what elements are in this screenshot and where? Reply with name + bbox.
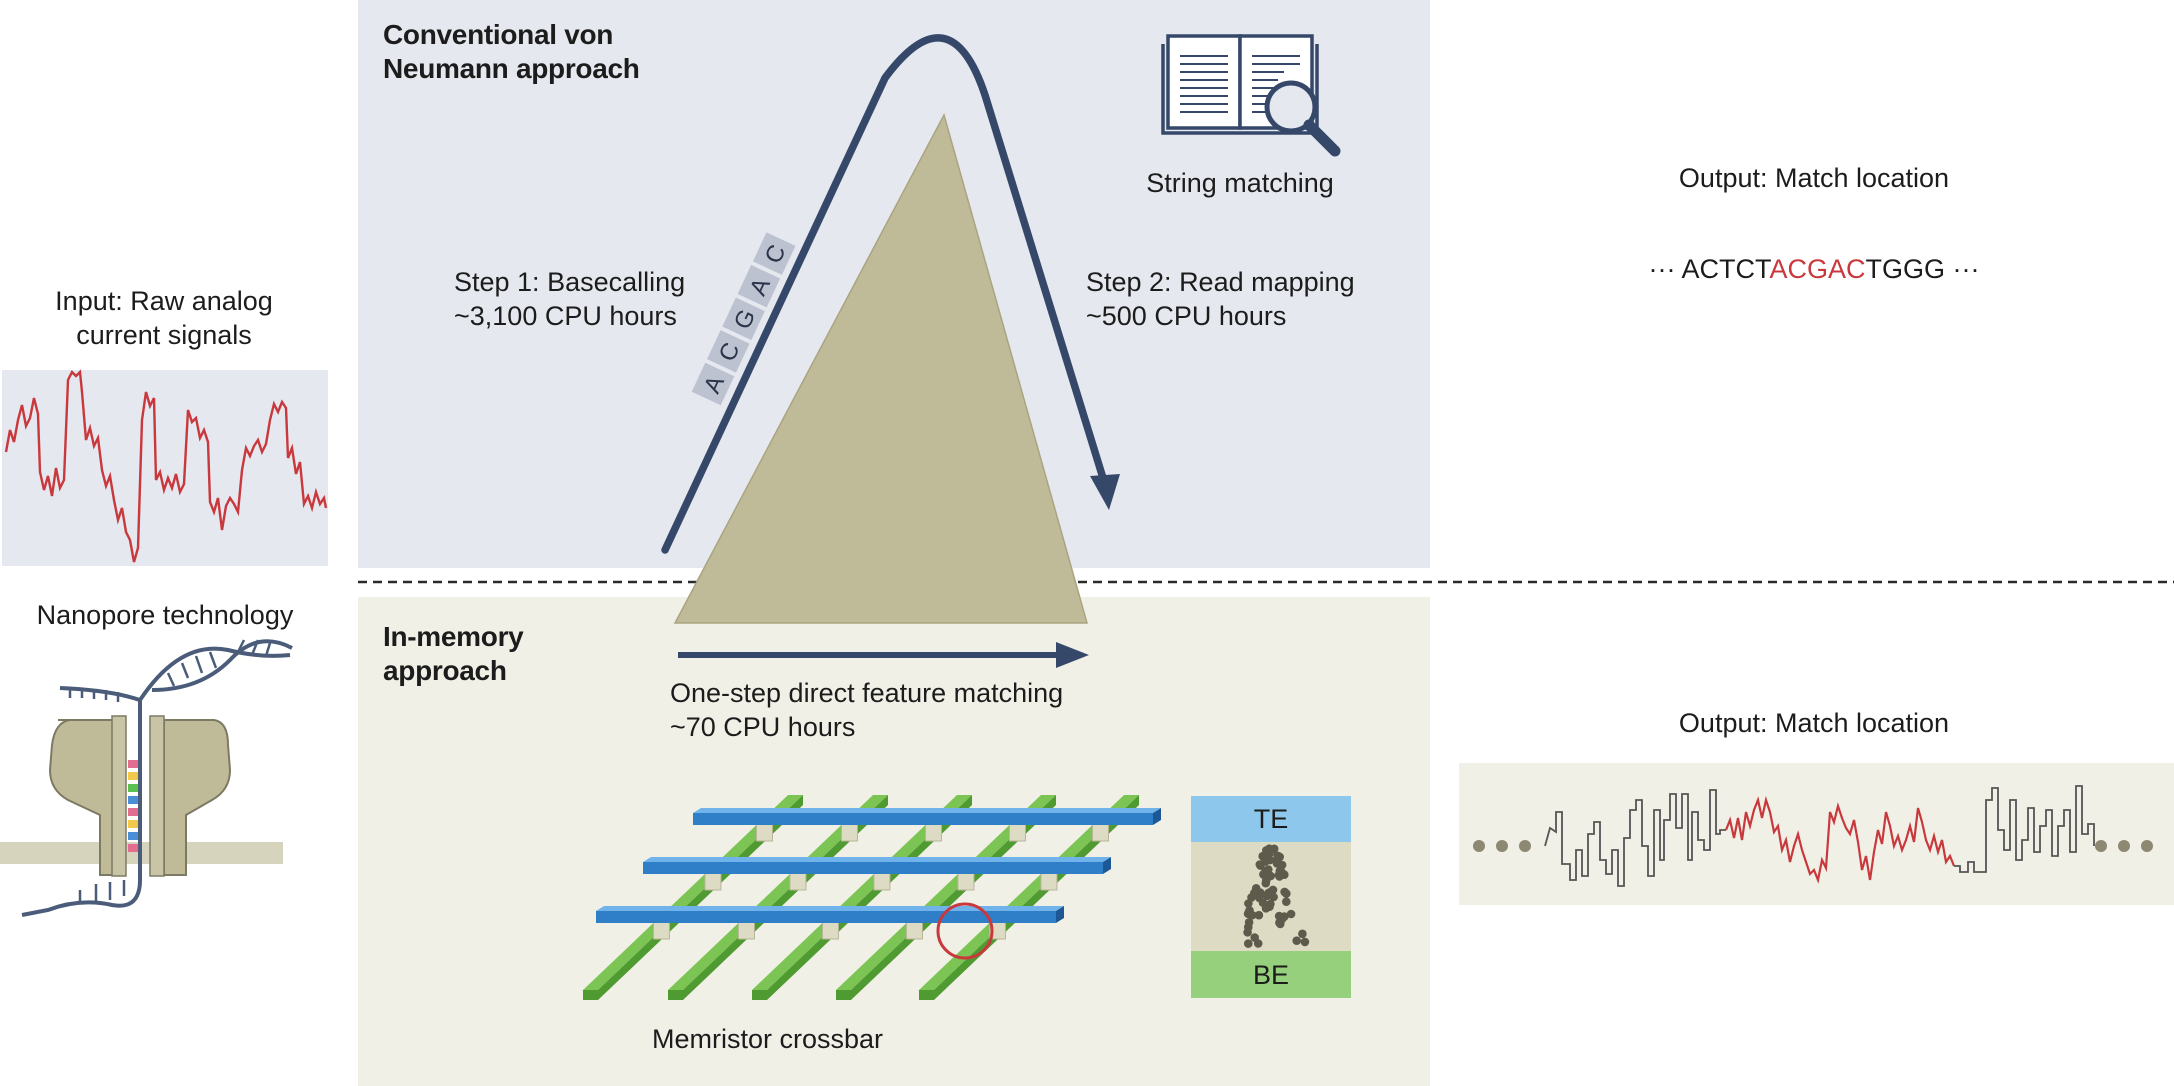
sequence-prefix: ··· ACTCT	[1648, 254, 1770, 284]
memristor-device	[1191, 796, 1351, 998]
conventional-title: Conventional von Neumann approach	[383, 18, 640, 86]
step2-cost: ~500 CPU hours	[1086, 301, 1287, 331]
sequence-suffix: TGGG ···	[1865, 254, 1980, 284]
crossbar-label: Memristor crossbar	[652, 1024, 884, 1054]
bottom-electrode-label: BE	[1252, 960, 1290, 990]
base-tile: A	[691, 362, 735, 406]
bottom-electrode	[1191, 951, 1351, 998]
input-title: Input: Raw analog current signals	[24, 284, 304, 352]
in-memory-title-line-1: In-memory	[383, 621, 524, 652]
top-output-title: Output: Match location	[1678, 163, 1950, 193]
in-memory-step-cost: ~70 CPU hours	[670, 712, 856, 742]
sequence-match: ACGAC	[1769, 254, 1866, 284]
bottom-output-title: Output: Match location	[1678, 708, 1950, 738]
in-memory-arrowhead	[1056, 642, 1089, 668]
nanopore-illustration	[0, 639, 293, 917]
memristor-crossbar	[583, 795, 1161, 1000]
base-tile: G	[722, 297, 765, 341]
input-title-line-2: current signals	[76, 320, 252, 350]
step1-name: Step 1: Basecalling	[454, 267, 686, 297]
top-electrode	[1191, 796, 1351, 842]
step2-label: Step 2: Read mapping ~500 CPU hours	[1086, 265, 1355, 333]
raw-current-signal	[4, 369, 328, 563]
output-signal-panel	[1459, 763, 2174, 905]
in-memory-title: In-memory approach	[383, 620, 524, 688]
book-search-icon	[1161, 34, 1341, 157]
in-memory-step-name: One-step direct feature matching	[670, 678, 1064, 708]
in-memory-step-label: One-step direct feature matching ~70 CPU…	[670, 676, 1063, 744]
in-memory-title-line-2: approach	[383, 655, 507, 686]
string-matching-label: String matching	[1146, 168, 1334, 198]
conventional-title-line-1: Conventional von	[383, 19, 614, 50]
base-tile: A	[737, 264, 781, 308]
conventional-arrowhead	[1090, 474, 1120, 510]
step2-name: Step 2: Read mapping	[1086, 267, 1355, 297]
top-electrode-label: TE	[1253, 804, 1289, 834]
selected-cell-highlight	[936, 902, 994, 960]
step1-label: Step 1: Basecalling ~3,100 CPU hours	[454, 265, 685, 333]
base-tile: C	[752, 232, 796, 275]
search-space-triangle	[673, 112, 1088, 624]
basecalled-sequence: ACGAC	[691, 232, 796, 406]
base-tile: C	[707, 330, 750, 373]
nanopore-label: Nanopore technology	[36, 600, 294, 630]
output-signal	[1473, 785, 2153, 887]
conductive-filament	[1243, 844, 1310, 948]
step1-cost: ~3,100 CPU hours	[454, 301, 677, 331]
input-title-line-1: Input: Raw analog	[55, 286, 273, 316]
conventional-title-line-2: Neumann approach	[383, 53, 640, 84]
conventional-pipeline-arrow	[661, 34, 1107, 554]
output-sequence: ··· ACTCTACGACTGGG ···	[1564, 252, 2064, 286]
